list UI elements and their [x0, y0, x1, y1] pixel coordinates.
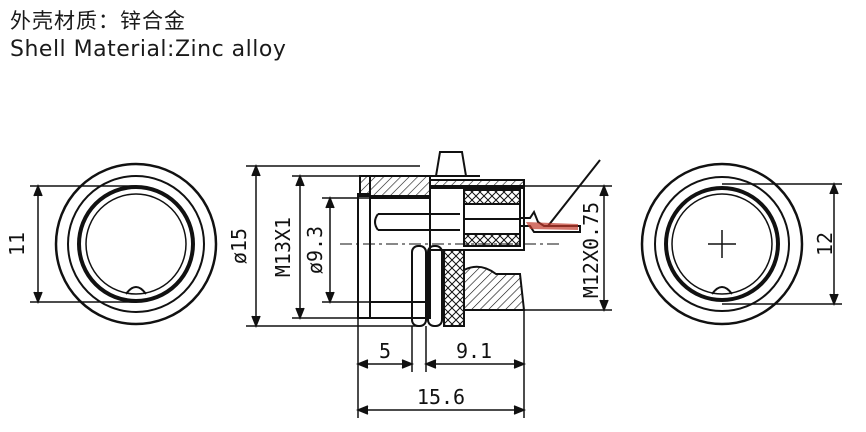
length-9-1-label: 9.1 — [456, 339, 492, 363]
diameter-15-dimension — [246, 163, 420, 329]
length-5-label: 5 — [379, 339, 391, 363]
length-5-dimension — [355, 318, 415, 418]
material-caption: 外壳材质：锌合金 Shell Material:Zinc alloy — [10, 6, 286, 64]
thread-m12-label: M12X0.75 — [579, 202, 603, 298]
length-15-6-dimension — [355, 405, 527, 415]
diameter-15-label: ø15 — [227, 228, 251, 264]
left-height-dimension — [30, 183, 136, 305]
material-en-label: Shell Material:Zinc alloy — [10, 37, 287, 62]
right-height-label: 12 — [813, 232, 837, 256]
length-9-1-dimension — [423, 310, 527, 418]
left-height-label: 11 — [5, 232, 29, 256]
pin-accent — [526, 222, 578, 230]
thread-m13-label: M13X1 — [271, 217, 295, 277]
diameter-9-3-label: ø9.3 — [303, 226, 327, 274]
thread-m13-dimension — [292, 173, 370, 321]
right-end-view — [640, 162, 804, 326]
length-15-6-label: 15.6 — [417, 385, 465, 409]
right-height-dimension — [722, 181, 842, 307]
side-view — [340, 151, 601, 327]
thread-m12-dimension — [524, 183, 612, 313]
diameter-9-3-dimension — [322, 195, 370, 305]
material-cn-label: 外壳材质：锌合金 — [10, 9, 186, 33]
left-end-view — [54, 162, 218, 326]
